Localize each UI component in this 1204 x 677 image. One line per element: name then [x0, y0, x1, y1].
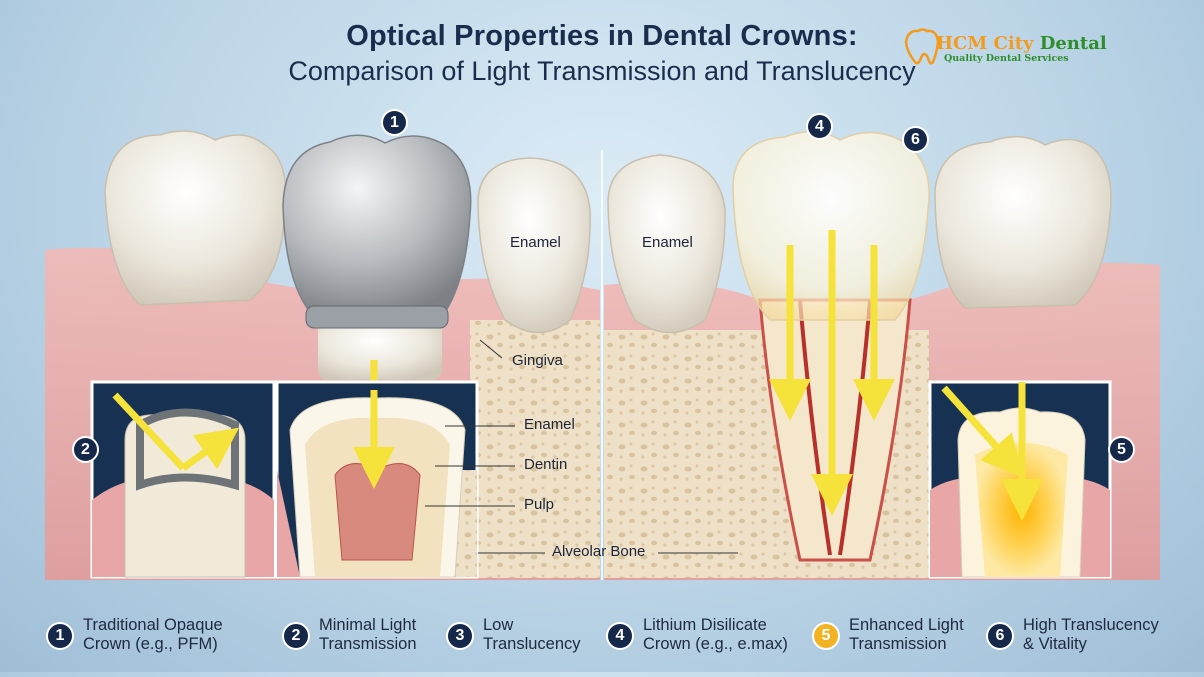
- legend-line2-3: Translucency: [483, 635, 581, 653]
- tooth-logo-icon: [904, 28, 940, 65]
- logo-tagline: Quality Dental Services: [944, 53, 1069, 64]
- pfm-root: [318, 320, 442, 380]
- legend-num-6: 6: [986, 622, 1014, 650]
- incisor-left: [477, 157, 591, 334]
- legend-num-3: 3: [446, 622, 474, 650]
- page-title: Optical Properties in Dental Crowns:: [346, 20, 858, 52]
- label-enamel-right: Enamel: [642, 234, 693, 251]
- legend-line1-1: Traditional Opaque: [83, 616, 223, 634]
- label-dentin: Dentin: [524, 456, 568, 473]
- marker-2: 2: [72, 436, 99, 463]
- pfm-collar: [305, 305, 449, 329]
- marker-6: 6: [902, 126, 929, 153]
- legend-num-2: 2: [282, 622, 310, 650]
- legend-line2-5: Transmission: [849, 635, 947, 653]
- label-enamel-inset: Enamel: [524, 416, 575, 433]
- label-pulp: Pulp: [524, 496, 555, 513]
- label-enamel-left: Enamel: [510, 234, 561, 251]
- legend-line2-6: & Vitality: [1023, 635, 1087, 653]
- label-gingiva: Gingiva: [512, 352, 563, 369]
- legend-num-4: 4: [606, 622, 634, 650]
- emax-crown: [732, 131, 930, 321]
- inset-tooth-cross-section: [275, 380, 479, 579]
- legend-line2-1: Crown (e.g., PFM): [83, 635, 218, 653]
- molar-left: [104, 130, 287, 306]
- legend-num-1: 1: [46, 622, 74, 650]
- inset-glow-cross-section: [928, 380, 1112, 579]
- legend-line2-2: Transmission: [319, 635, 417, 653]
- legend-num-5: 5: [812, 622, 840, 650]
- legend-text-6: High Translucency& Vitality: [1023, 616, 1193, 654]
- legend-line1-6: High Translucency: [1023, 616, 1159, 634]
- logo-name-part2: Dental: [1039, 33, 1107, 54]
- leader-gingiva: [479, 339, 503, 359]
- legend-item-6: 6 High Translucency& Vitality: [986, 616, 1193, 654]
- legend-line1-5: Enhanced Light: [849, 616, 964, 634]
- legend-line1-3: Low: [483, 616, 514, 634]
- bone-left: [470, 320, 600, 578]
- molar-right: [934, 136, 1112, 309]
- pfm-crown: [282, 134, 472, 313]
- logo-name-part1: HCM City: [936, 33, 1034, 54]
- inset-pfm-cross-section: [90, 380, 276, 579]
- legend-line1-2: Minimal Light: [319, 616, 417, 634]
- logo-name: HCM City Dental: [936, 33, 1107, 54]
- incisor-right: [607, 154, 726, 334]
- marker-5: 5: [1108, 436, 1135, 463]
- label-alveolar-bone: Alveolar Bone: [552, 543, 646, 560]
- legend-line2-4: Crown (e.g., e.max): [643, 635, 788, 653]
- marker-1: 1: [381, 109, 408, 136]
- marker-4: 4: [806, 113, 833, 140]
- page-subtitle: Comparison of Light Transmission and Tra…: [288, 56, 916, 86]
- legend-line1-4: Lithium Disilicate: [643, 616, 767, 634]
- emax-canal: [798, 299, 872, 556]
